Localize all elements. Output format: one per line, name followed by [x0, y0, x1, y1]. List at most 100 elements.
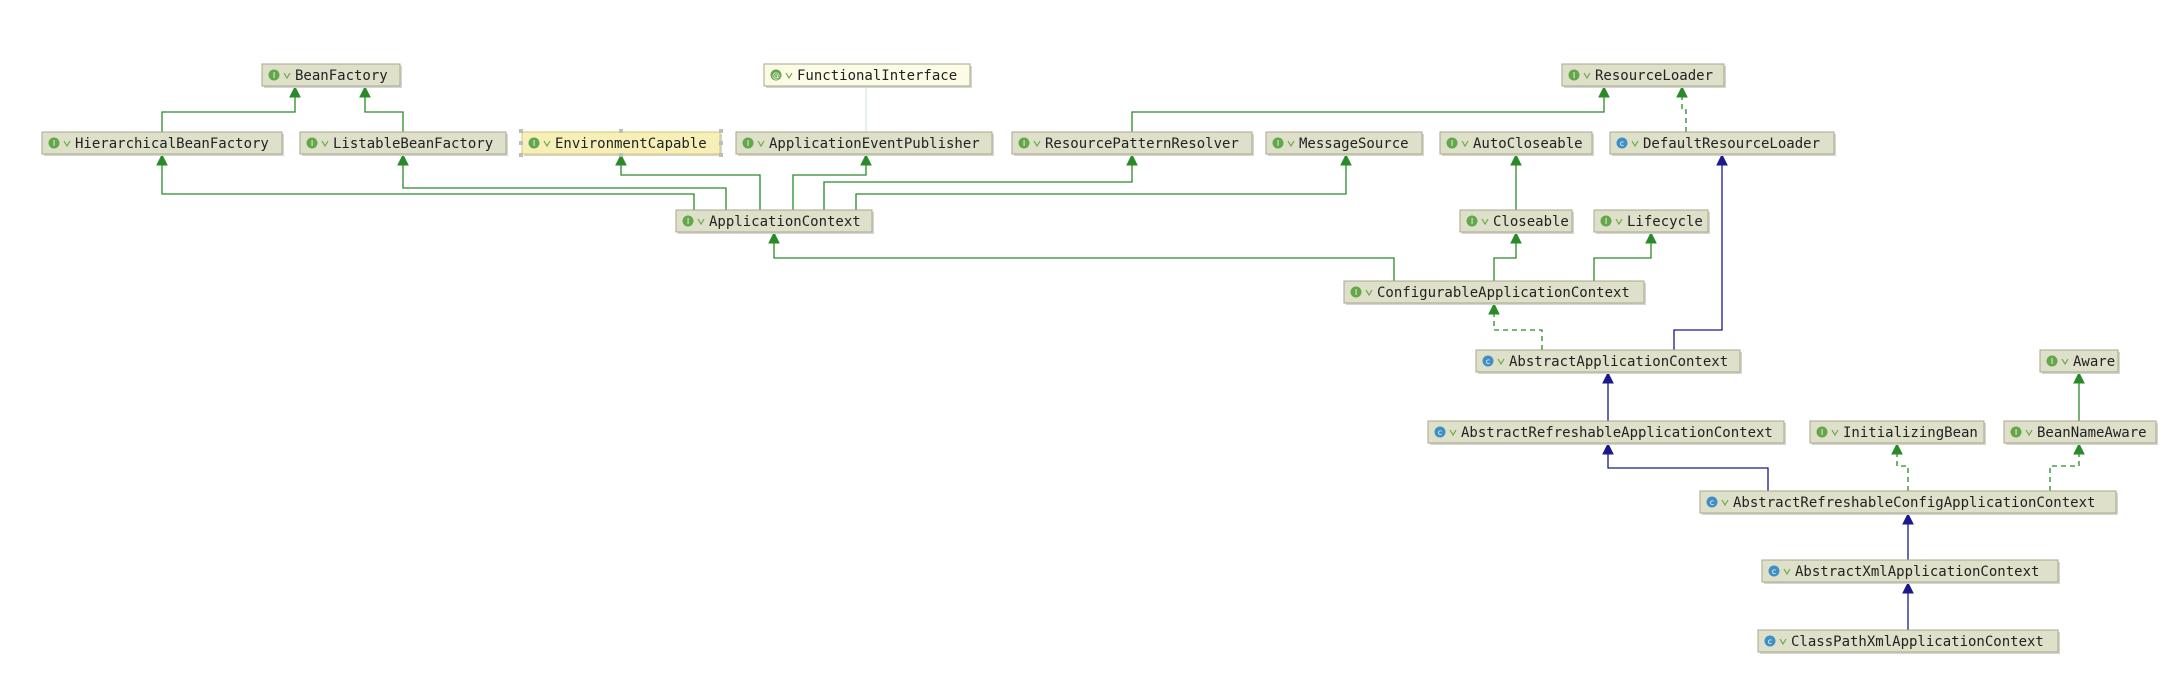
badge-glyph: c: [1486, 357, 1490, 366]
node-label: ClassPathXmlApplicationContext: [1791, 634, 2044, 650]
node-box: [1427, 420, 1785, 444]
badge-glyph: c: [1438, 428, 1442, 437]
public-visibility-icon: [1783, 568, 1791, 576]
class-icon: [1706, 496, 1718, 508]
node-label: ApplicationEventPublisher: [769, 136, 980, 152]
node-abstract-application-context[interactable]: c AbstractApplicationContext: [1475, 349, 1742, 374]
node-label: BeanFactory: [295, 68, 388, 84]
node-label: AbstractRefreshableApplicationContext: [1461, 425, 1773, 441]
node-box: [1809, 420, 1985, 444]
interface-icon: [1446, 137, 1458, 149]
class-icon: [1764, 635, 1776, 647]
node-box: [1011, 131, 1253, 155]
badge-glyph: c: [1710, 498, 1714, 507]
node-initializing-bean[interactable]: I InitializingBean: [1809, 420, 1986, 445]
edge-extends-interface: [397, 153, 727, 210]
badge-glyph: I: [311, 139, 313, 148]
edge-extends-interface: [1493, 231, 1522, 281]
public-visibility-icon: [1497, 358, 1505, 366]
selection-handle[interactable]: [619, 129, 623, 133]
node-hierarchical-bean-factory[interactable]: I HierarchicalBeanFactory: [41, 131, 284, 156]
node-label: DefaultResourceLoader: [1643, 136, 1820, 152]
annotation-icon: [770, 69, 782, 81]
node-label: AbstractApplicationContext: [1509, 354, 1728, 370]
selection-handle[interactable]: [519, 141, 523, 145]
edge-extends-interface: [359, 85, 404, 132]
node-resource-pattern-resolver[interactable]: I ResourcePatternResolver: [1011, 131, 1254, 156]
node-label: BeanNameAware: [2037, 425, 2147, 441]
node-box: [1475, 349, 1741, 373]
interface-icon: [1272, 137, 1284, 149]
badge-glyph: c: [1772, 567, 1776, 576]
edge-extends-class: [1602, 442, 1769, 491]
class-icon: [1616, 137, 1628, 149]
badge-glyph: I: [1573, 71, 1575, 80]
node-box: [763, 63, 971, 87]
selection-handle[interactable]: [719, 129, 723, 133]
node-abstract-refreshable-application-context[interactable]: c AbstractRefreshableApplicationContext: [1427, 420, 1786, 445]
edge-extends-interface: [1131, 85, 1610, 132]
badge-glyph: I: [1277, 139, 1279, 148]
badge-glyph: I: [2051, 357, 2053, 366]
class-icon: [1434, 426, 1446, 438]
node-label: FunctionalInterface: [797, 68, 957, 84]
public-visibility-icon: [1365, 289, 1373, 297]
node-label: InitializingBean: [1843, 425, 1978, 441]
badge-glyph: I: [53, 139, 55, 148]
node-box: [1343, 280, 1645, 304]
public-visibility-icon: [1033, 140, 1041, 148]
interface-icon: [1816, 426, 1828, 438]
edge-extends-interface: [855, 153, 1352, 210]
node-box: [1593, 209, 1709, 233]
public-visibility-icon: [1449, 429, 1457, 437]
edge-implements: [1676, 85, 1688, 132]
node-box: [1459, 209, 1573, 233]
interface-icon: [1018, 137, 1030, 149]
selection-handle[interactable]: [619, 153, 623, 157]
interface-icon: [682, 215, 694, 227]
edge-extends-interface: [768, 231, 1395, 281]
selection-handle[interactable]: [519, 129, 523, 133]
interface-icon: [528, 137, 540, 149]
badge-glyph: I: [1023, 139, 1025, 148]
selection-handle[interactable]: [719, 141, 723, 145]
public-visibility-icon: [283, 72, 291, 80]
edge-extends-interface: [161, 85, 301, 132]
class-icon: [1482, 355, 1494, 367]
edge-extends-interface: [156, 153, 695, 210]
node-functional-interface[interactable]: @FunctionalInterface: [763, 63, 972, 88]
badge-glyph: I: [1821, 428, 1823, 437]
edge-implements: [1488, 302, 1543, 350]
node-box: [1761, 559, 2059, 583]
badge-glyph: c: [1768, 637, 1772, 646]
node-label: HierarchicalBeanFactory: [75, 136, 269, 152]
selection-handle[interactable]: [719, 153, 723, 157]
edge-extends-class: [1673, 153, 1728, 350]
node-box: [261, 63, 401, 87]
public-visibility-icon: [1831, 429, 1839, 437]
selection-handle[interactable]: [519, 153, 523, 157]
node-label: ResourcePatternResolver: [1045, 136, 1239, 152]
node-box: [1439, 131, 1593, 155]
public-visibility-icon: [757, 140, 765, 148]
public-visibility-icon: [543, 140, 551, 148]
node-class-path-xml-application-context[interactable]: c ClassPathXmlApplicationContext: [1757, 629, 2060, 654]
badge-glyph: I: [1605, 217, 1607, 226]
